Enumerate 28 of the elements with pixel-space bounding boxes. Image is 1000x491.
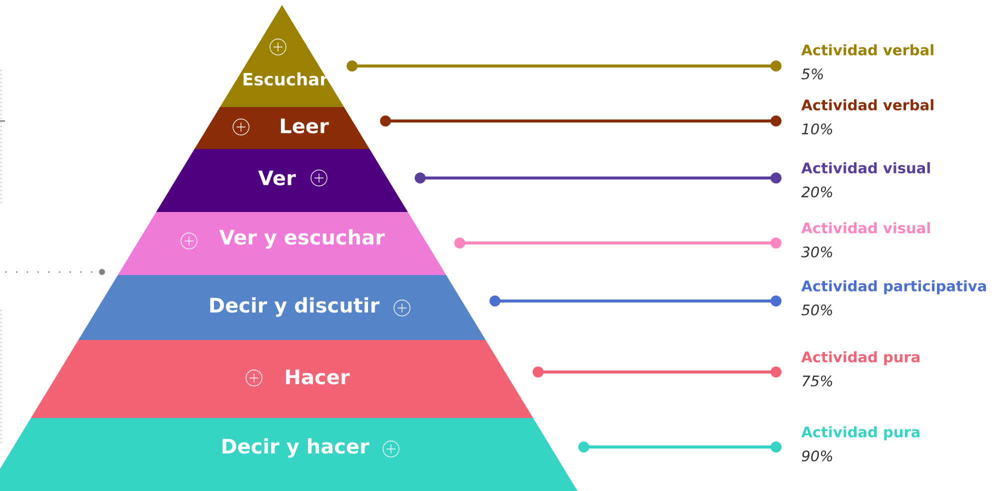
pyramid-band: Ver y escuchar bbox=[118, 212, 446, 275]
percentage: 30% bbox=[801, 246, 832, 258]
pyramid-band: Hacer bbox=[30, 340, 534, 418]
activity-heading: Actividad participativa bbox=[801, 280, 986, 294]
connector-line bbox=[578, 442, 782, 452]
connector-line bbox=[454, 238, 782, 248]
pyramid-band: Decir y discutir bbox=[78, 275, 486, 340]
percentage: 20% bbox=[801, 186, 832, 198]
activity-heading: Actividad pura bbox=[801, 351, 920, 366]
pyramid-band: Escuchar bbox=[220, 5, 344, 107]
pyramid-band: Leer bbox=[194, 107, 370, 149]
pyramid-band: Decir y hacer bbox=[0, 418, 578, 491]
percentage: 50% bbox=[802, 304, 832, 316]
connector-line bbox=[380, 116, 782, 126]
activity-heading: Actividad verbal bbox=[801, 99, 934, 110]
activity-heading: Actividad visual bbox=[801, 222, 930, 234]
activity-heading: Actividad visual bbox=[801, 162, 930, 174]
percentage: 75% bbox=[802, 375, 832, 386]
percentage: 90% bbox=[802, 450, 832, 462]
connector-line bbox=[489, 296, 782, 306]
connector-line bbox=[532, 366, 782, 378]
activity-heading: Actividad verbal bbox=[801, 44, 934, 56]
connector-line bbox=[414, 172, 782, 184]
activity-heading: Actividad pura bbox=[801, 426, 920, 440]
pyramid-band: Ver bbox=[156, 149, 408, 212]
percentage: 10% bbox=[802, 123, 832, 134]
percentage: 5% bbox=[802, 68, 823, 80]
connector-line bbox=[346, 60, 782, 72]
